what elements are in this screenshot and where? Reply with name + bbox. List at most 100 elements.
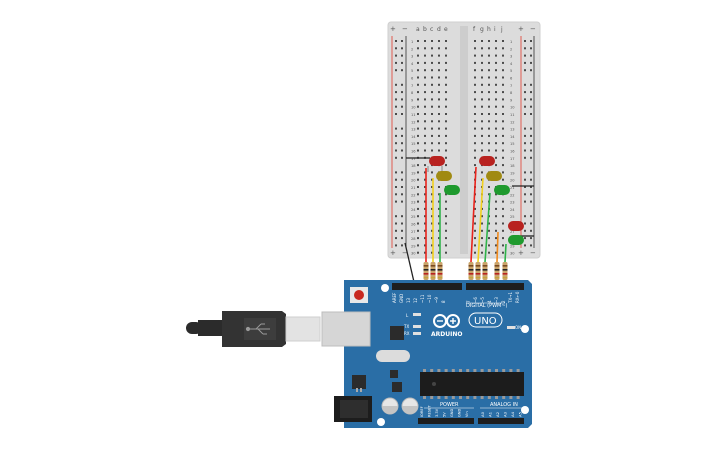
- pin-label: Vin: [465, 411, 469, 417]
- voltage-regulator: [352, 375, 366, 389]
- pin-label: 5V: [443, 412, 447, 417]
- row-number: 8: [411, 91, 414, 95]
- wire-green-mid[interactable]: [484, 192, 491, 263]
- resistor[interactable]: [468, 262, 474, 280]
- row-number: 3: [510, 55, 512, 59]
- pin-label: ~11: [420, 294, 425, 303]
- resistor[interactable]: [494, 262, 500, 280]
- row-number: 10: [510, 106, 515, 110]
- led-green-3[interactable]: [508, 235, 524, 245]
- leds[interactable]: [427, 156, 524, 245]
- pin-label: ~9: [434, 297, 439, 303]
- row-number: 27: [510, 230, 515, 234]
- row-number: 15: [510, 142, 515, 146]
- rail-plus-top-left: +: [390, 25, 396, 33]
- resistor[interactable]: [475, 262, 481, 280]
- usb-cable[interactable]: [186, 311, 321, 347]
- row-number: 13: [510, 128, 515, 132]
- row-number: 20: [510, 179, 515, 183]
- resistor[interactable]: [423, 262, 429, 280]
- row-number: 14: [411, 135, 416, 139]
- row-number: 19: [510, 171, 515, 175]
- resistor[interactable]: [502, 262, 508, 280]
- mounting-hole: [521, 325, 529, 333]
- pin-label: A0: [480, 411, 485, 417]
- column-label: f: [473, 26, 476, 33]
- column-label: i: [494, 26, 496, 33]
- on-label: ON: [515, 325, 521, 330]
- row-number: 13: [411, 128, 416, 132]
- row-number: 21: [510, 186, 515, 190]
- row-number: 17: [411, 157, 416, 161]
- usb-port: [321, 311, 371, 347]
- pin-label: 12: [413, 297, 418, 303]
- reset-button[interactable]: [350, 287, 368, 303]
- led-red-3[interactable]: [508, 221, 524, 231]
- wire-red-mid[interactable]: [470, 166, 477, 263]
- analog-header: [478, 418, 524, 424]
- power-header: [418, 418, 474, 424]
- row-number: 5: [510, 69, 512, 73]
- row-number: 6: [510, 77, 513, 81]
- led-red-2[interactable]: [479, 156, 495, 166]
- row-number: 25: [510, 215, 515, 219]
- resistor[interactable]: [430, 262, 436, 280]
- row-number: 30: [411, 252, 416, 256]
- resistors[interactable]: [423, 262, 508, 280]
- row-number: 7: [411, 84, 413, 88]
- row-number: 16: [411, 150, 416, 154]
- usb-chip: [390, 326, 404, 340]
- analog-label: ANALOG IN: [490, 402, 518, 408]
- wire-yellow-mid[interactable]: [477, 177, 484, 263]
- row-number: 3: [411, 55, 413, 59]
- row-number: 30: [510, 252, 515, 256]
- row-number: 24: [510, 208, 515, 212]
- row-number: 29: [411, 244, 416, 248]
- resistor[interactable]: [437, 262, 443, 280]
- row-number: 17: [510, 157, 515, 161]
- wire-ground[interactable]: [404, 242, 415, 283]
- rail-minus-bottom-right: −: [530, 249, 536, 257]
- pin-label: 4: [487, 300, 492, 303]
- led-green-1[interactable]: [444, 185, 460, 195]
- pin-label: GND: [450, 409, 454, 417]
- row-number: 16: [510, 150, 515, 154]
- row-number: 29: [510, 244, 515, 248]
- row-number: 14: [510, 135, 515, 139]
- led-yellow-2[interactable]: [486, 171, 502, 181]
- resistor[interactable]: [482, 262, 488, 280]
- row-number: 5: [411, 69, 413, 73]
- row-number: 11: [411, 113, 416, 117]
- pin-label: ~10: [427, 294, 432, 303]
- pin-label: TX→1: [508, 291, 513, 304]
- uno-badge: UNO: [468, 312, 503, 328]
- pin-label: GND: [458, 409, 462, 417]
- wire-orange-right[interactable]: [496, 231, 499, 263]
- wire-green-right[interactable]: [504, 243, 507, 263]
- pin-label: A1: [488, 411, 493, 417]
- led-label-l: L: [406, 313, 409, 318]
- column-label: d: [437, 26, 441, 33]
- column-label: b: [423, 26, 427, 33]
- usb-icon: [245, 323, 270, 335]
- pin-label: RESET: [428, 405, 432, 417]
- dc-power-jack: [334, 396, 372, 422]
- mounting-hole: [377, 418, 385, 426]
- row-number: 15: [411, 142, 416, 146]
- pin-label: 7: [466, 300, 471, 303]
- pin-label: 3.3V: [435, 408, 439, 417]
- pin-label: IOREF: [420, 406, 424, 417]
- pin-label: A4: [510, 411, 515, 417]
- row-number: 8: [510, 91, 513, 95]
- row-number: 25: [411, 215, 416, 219]
- led-yellow-1[interactable]: [436, 171, 452, 181]
- rail-minus-top-right: −: [530, 25, 536, 33]
- pin-label: 2: [501, 300, 506, 303]
- led-green-2[interactable]: [494, 185, 510, 195]
- row-number: 22: [411, 193, 416, 197]
- row-number: 26: [411, 223, 416, 227]
- wires[interactable]: [404, 157, 534, 283]
